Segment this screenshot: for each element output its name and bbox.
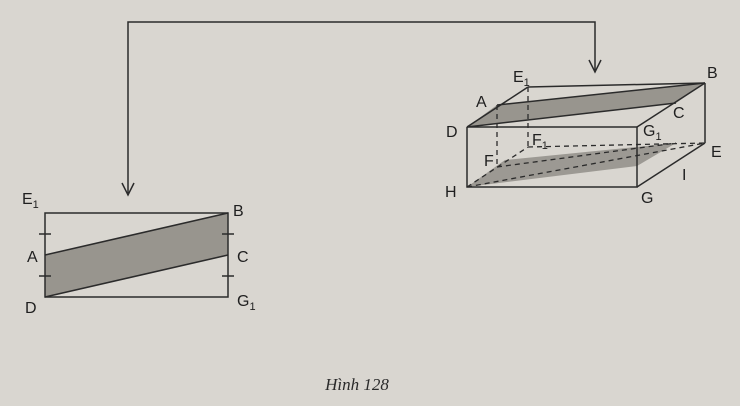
box-label-C: C (673, 105, 685, 122)
net-edge-DC (44, 254, 229, 298)
box-hidden-F1-E (527, 142, 706, 148)
box-edge-D-C (466, 102, 677, 128)
box-hidden-H-E (466, 142, 706, 188)
net-shaded-strip (45, 213, 228, 297)
box-label-F1: F1 (532, 132, 548, 152)
net-label-C: C (237, 249, 249, 266)
box-edge-G-E (636, 142, 706, 188)
net-edge-AB (44, 212, 229, 256)
box-label-I: I (682, 167, 686, 184)
box-label-H: H (445, 184, 457, 201)
box-label-A: A (476, 94, 487, 111)
box-label-D: D (446, 124, 458, 141)
box-label-G1: G1 (643, 123, 662, 143)
box-hidden-F-I (496, 142, 677, 168)
box-diagram (466, 82, 706, 188)
net-tick-marks (39, 233, 234, 277)
box-bottom-shaded-strip (467, 143, 676, 187)
net-label-D: D (25, 300, 37, 317)
figure-caption: Hình 128 (324, 375, 389, 394)
net-label-A: A (27, 249, 38, 266)
connector-arrow (127, 21, 596, 193)
arrow-head-right (588, 59, 602, 74)
box-top-shaded-strip (467, 83, 705, 127)
box-label-E1: E1 (513, 69, 530, 89)
box-edge-G1-C (636, 82, 706, 128)
box-label-B: B (707, 65, 718, 82)
net-diagram (39, 212, 234, 298)
box-label-E: E (711, 144, 722, 161)
box-edge-AB (496, 82, 706, 106)
net-label-G1: G1 (237, 293, 256, 313)
box-label-G: G (641, 190, 653, 207)
box-label-F: F (484, 153, 494, 170)
box-edge-E1-B (527, 82, 706, 88)
net-label-E1: E1 (22, 191, 39, 211)
net-label-B: B (233, 203, 244, 220)
arrow-head-left (121, 182, 135, 197)
